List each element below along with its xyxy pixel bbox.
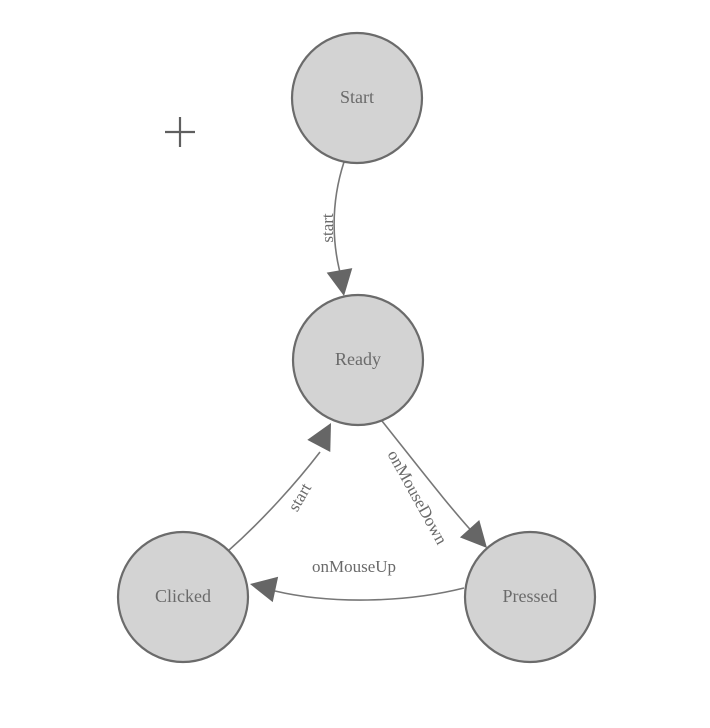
node-circle-start[interactable] [290, 31, 424, 165]
edge-ready-to-pressed[interactable] [381, 420, 478, 538]
arrowhead-ready-to-pressed [459, 519, 487, 548]
node-label-pressed: Pressed [503, 586, 558, 606]
node-pressed[interactable]: Pressed [463, 530, 597, 664]
node-circle-clicked[interactable] [116, 530, 250, 664]
arrowhead-clicked-to-ready [307, 423, 331, 453]
node-start[interactable]: Start [290, 31, 424, 165]
edges-layer [227, 161, 487, 603]
arrowhead-pressed-to-clicked [250, 576, 279, 603]
arrowhead-start-to-ready [326, 268, 353, 296]
node-clicked[interactable]: Clicked [116, 530, 250, 664]
edge-label-start-to-ready: start [318, 213, 337, 243]
plus-marker [165, 117, 195, 147]
node-label-ready: Ready [335, 349, 381, 369]
node-ready[interactable]: Ready [291, 293, 425, 427]
edge-label-clicked-to-ready: start [284, 480, 315, 515]
edge-pressed-to-clicked[interactable] [274, 587, 465, 601]
node-label-start: Start [340, 87, 374, 107]
node-label-clicked: Clicked [155, 586, 211, 606]
node-circle-ready[interactable] [291, 293, 425, 427]
node-circle-pressed[interactable] [463, 530, 597, 664]
edge-label-pressed-to-clicked: onMouseUp [312, 557, 396, 576]
edge-label-ready-to-pressed: onMouseDown [384, 447, 452, 548]
edge-clicked-to-ready[interactable] [227, 451, 321, 552]
